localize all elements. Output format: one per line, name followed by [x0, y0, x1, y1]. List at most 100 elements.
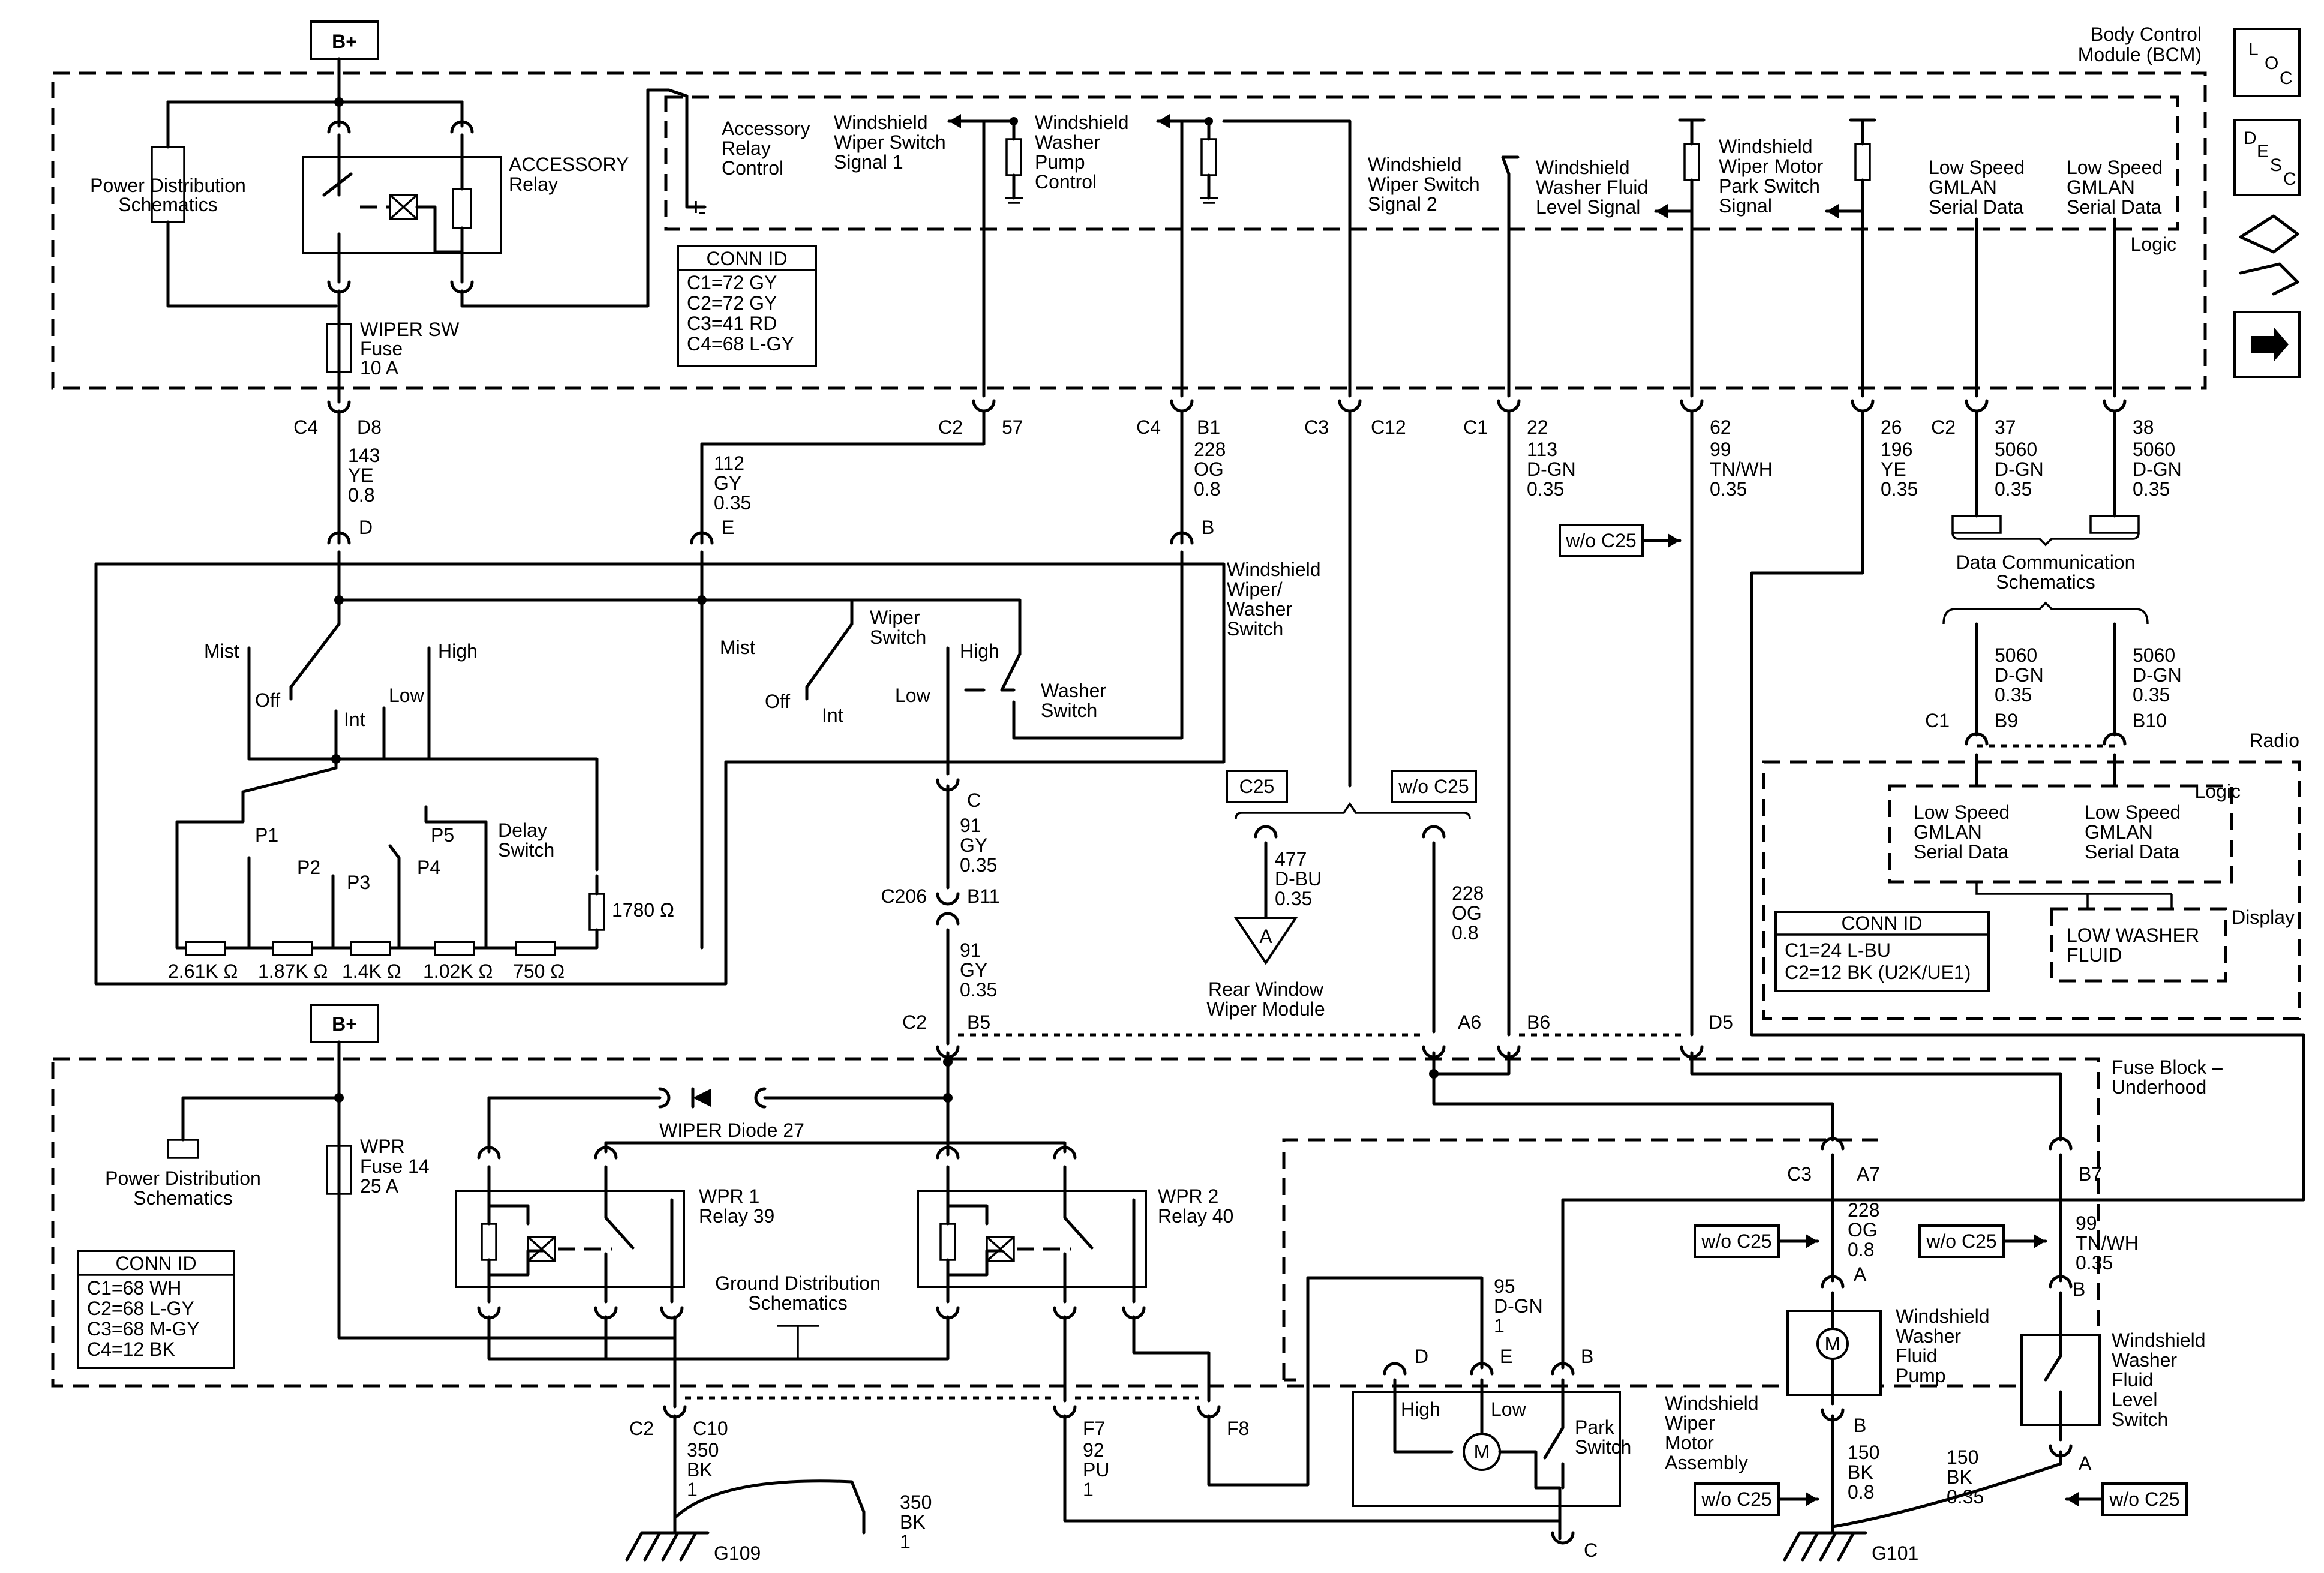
- w228a-1: 228: [1194, 439, 1226, 460]
- ws-pump-ctrl-4: Control: [1035, 171, 1097, 193]
- w95-1: 95: [1494, 1275, 1515, 1297]
- ws-park-3: Park Switch: [1719, 175, 1820, 197]
- level-label-1: Windshield: [2112, 1329, 2206, 1351]
- ground-g101-symbol: [1783, 1531, 1867, 1562]
- r-14k: 1.4K Ω: [342, 960, 401, 982]
- b-plus-bottom-label: B+: [332, 1013, 357, 1035]
- ws-fluid-level-3: Level Signal: [1536, 196, 1640, 218]
- connector-view-icon[interactable]: [2239, 214, 2299, 296]
- w112-3: 0.35: [714, 492, 751, 514]
- fb-pin-a7: A7: [1857, 1163, 1880, 1185]
- next-arrow-icon[interactable]: [2233, 311, 2301, 378]
- svg-text:D: D: [2244, 128, 2257, 148]
- sw-mist2: Mist: [720, 637, 755, 658]
- w5060c-1: 5060: [1995, 644, 2037, 666]
- sw-high2: High: [960, 640, 999, 662]
- w228c-3: 0.8: [1848, 1239, 1874, 1260]
- conn-id-fb-2: C2=68 L-GY: [87, 1298, 194, 1319]
- sw-int1: Int: [344, 709, 365, 730]
- w143-1: 143: [348, 445, 380, 466]
- pin-c1: C1: [1463, 416, 1488, 438]
- r-102k: 1.02K Ω: [423, 960, 493, 982]
- motor-m: M: [1474, 1441, 1490, 1463]
- rear-wiper-a: A: [1259, 926, 1272, 947]
- fb-pin-b7: B7: [2079, 1163, 2102, 1185]
- ww-switch-outline: [94, 562, 1226, 986]
- w228b-2: OG: [1452, 902, 1482, 924]
- level-label-5: Switch: [2112, 1409, 2168, 1430]
- fb-power-dist-2: Schematics: [133, 1187, 232, 1209]
- wo-c25-5: w/o C25: [1926, 1230, 1996, 1252]
- w91b-2: GY: [960, 959, 987, 981]
- w228a-2: OG: [1194, 458, 1224, 480]
- motor-high: High: [1401, 1398, 1440, 1420]
- motor-pin-d: D: [1415, 1346, 1428, 1367]
- rear-wiper-1: Rear Window: [1208, 978, 1324, 1000]
- w196-1: 196: [1881, 439, 1912, 460]
- fb-pin-c2: C2: [902, 1011, 927, 1033]
- g109-label: G109: [714, 1542, 761, 1564]
- b-plus-top-label: B+: [332, 31, 357, 52]
- motor-park-1: Park: [1575, 1416, 1615, 1438]
- w150a-1: 150: [1848, 1442, 1879, 1463]
- bcm-title-2: Module (BCM): [2078, 44, 2202, 65]
- radio-gmlan-a-1: Low Speed: [1914, 801, 2010, 823]
- data-comm-1: Data Communication: [1956, 551, 2136, 573]
- w5060b-2: D-GN: [2133, 458, 2182, 480]
- w95-3: 1: [1494, 1315, 1505, 1337]
- svg-text:O: O: [2265, 53, 2278, 73]
- w5060a-2: D-GN: [1995, 458, 2044, 480]
- bcm-connectors: [972, 370, 2127, 413]
- wpr-fuse-2: Fuse 14: [360, 1155, 430, 1177]
- w150b-1: 150: [1947, 1446, 1978, 1468]
- w112-2: GY: [714, 472, 741, 494]
- gmlan1-2: GMLAN: [1929, 176, 1997, 198]
- acc-relay-ctrl-1: Accessory: [722, 118, 810, 139]
- svg-text:L: L: [2248, 40, 2259, 59]
- w99a-1: 99: [1710, 439, 1731, 460]
- loc-icon-button[interactable]: LOC: [2233, 28, 2301, 97]
- w228c-1: 228: [1848, 1199, 1879, 1221]
- delay-switch-1: Delay: [498, 819, 547, 841]
- fb-pin-c10: C10: [693, 1418, 728, 1439]
- data-comm-2: Schematics: [1996, 571, 2095, 593]
- c25-box: [1226, 770, 1288, 803]
- ws-pump-ctrl-2: Washer: [1035, 131, 1100, 153]
- ws-park-2: Wiper Motor: [1719, 155, 1824, 177]
- w92-1: 92: [1083, 1439, 1104, 1461]
- wo-c25-box-5: [1918, 1224, 2005, 1258]
- w99b-2: TN/WH: [2076, 1232, 2139, 1254]
- w112-1: 112: [714, 452, 744, 474]
- level-pin-b: B: [2073, 1278, 2085, 1300]
- motor-assy-4: Assembly: [1665, 1452, 1748, 1473]
- wiper-diode-label: WIPER Diode 27: [659, 1119, 804, 1141]
- fb-pin-f7: F7: [1083, 1418, 1105, 1439]
- accessory-relay-label-1: ACCESSORY: [509, 154, 629, 175]
- sw-low2: Low: [895, 685, 931, 706]
- sw-p4: P4: [417, 857, 440, 878]
- pump-label-3: Fluid: [1896, 1345, 1937, 1367]
- pin-38: 38: [2133, 416, 2154, 438]
- radio-gmlan-a-2: GMLAN: [1914, 821, 1982, 843]
- w99b-1: 99: [2076, 1212, 2097, 1234]
- ws-pump-ctrl-1: Windshield: [1035, 112, 1129, 133]
- ww-switch-3: Washer: [1227, 598, 1292, 620]
- w113-1: 113: [1527, 439, 1557, 460]
- radio-logic-outline: [1888, 784, 2233, 884]
- level-label-2: Washer: [2112, 1349, 2177, 1371]
- gmlan2-1: Low Speed: [2067, 157, 2163, 178]
- ws-sig2-1: Windshield: [1368, 154, 1462, 175]
- w92-2: PU: [1083, 1459, 1109, 1481]
- radio-gmlan-b-1: Low Speed: [2085, 801, 2181, 823]
- pin-c12: C12: [1371, 416, 1406, 438]
- wo-c25-2: w/o C25: [1398, 776, 1469, 797]
- wo-c25-6: w/o C25: [2109, 1488, 2179, 1510]
- ws-park-1: Windshield: [1719, 136, 1813, 157]
- w196-3: 0.35: [1881, 478, 1918, 500]
- wiper-sw-fuse-2: Fuse: [360, 338, 403, 359]
- sw-p3: P3: [347, 872, 370, 893]
- ws-sig2-3: Signal 2: [1368, 193, 1437, 215]
- w477-1: 477: [1275, 848, 1307, 870]
